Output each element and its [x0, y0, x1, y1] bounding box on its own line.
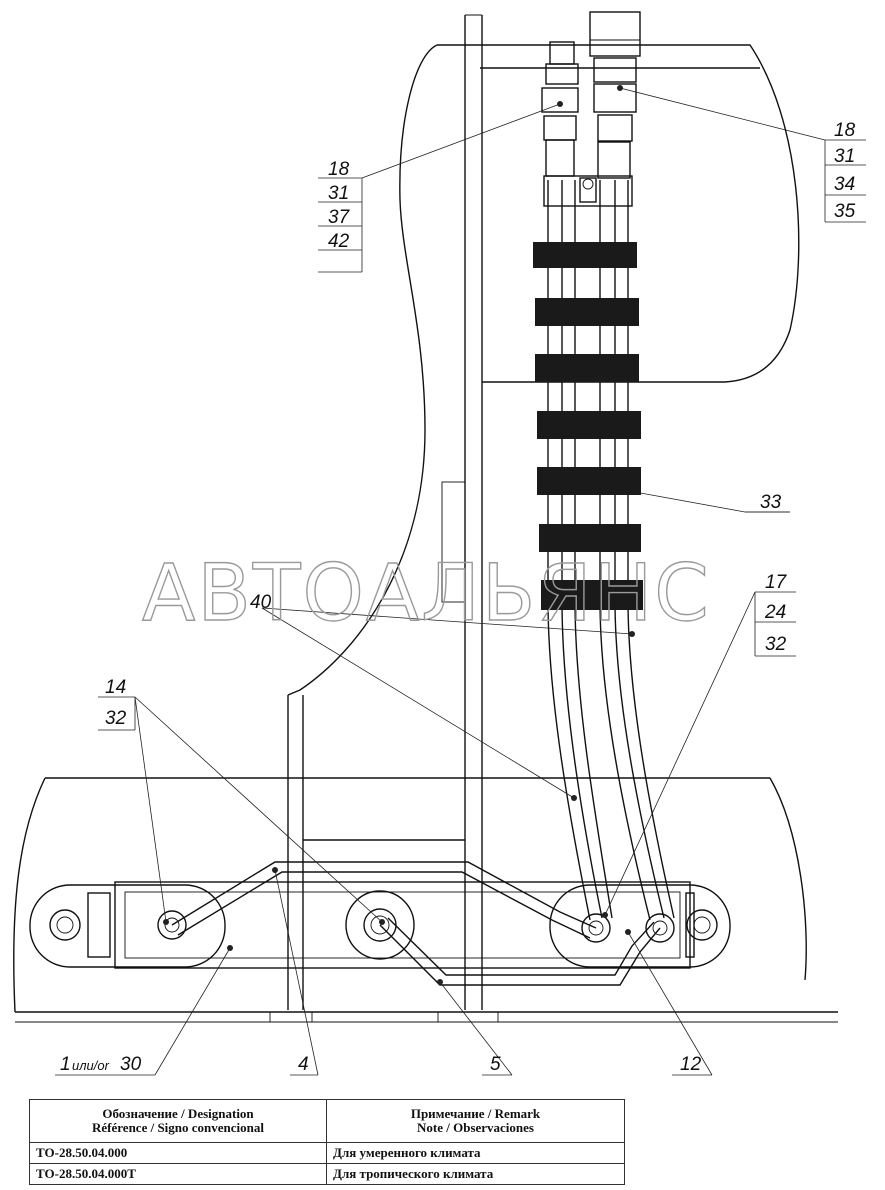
- table-row: ТО-28.50.04.000 Для умеренного климата: [29, 1142, 625, 1164]
- callout-right-mid: 17 24 32: [754, 572, 796, 657]
- callout-24: 24: [764, 602, 786, 623]
- callout-12: 12: [680, 1054, 702, 1075]
- callout-1-conj: или/or: [72, 1058, 110, 1073]
- row-remark: Для умеренного климата: [326, 1142, 625, 1164]
- callout-30: 30: [120, 1054, 142, 1075]
- callout-33-text: 33: [760, 492, 782, 513]
- callout-33: 33: [745, 492, 790, 513]
- callout-32-left: 32: [105, 708, 127, 729]
- callout-14: 14: [105, 677, 126, 698]
- callout-bottom: 1 или/or 30 4 5 12: [55, 1054, 712, 1076]
- callout-37: 37: [328, 207, 351, 228]
- callout-right-top: 18 31 34 35: [824, 120, 866, 223]
- row-designation: ТО-28.50.04.000Т: [29, 1163, 327, 1185]
- callout-31-right: 31: [834, 146, 855, 167]
- leader-lines: [134, 85, 826, 1076]
- vertical-beam: [287, 14, 483, 1010]
- upper-frame-plate: [287, 44, 800, 696]
- row-designation: ТО-28.50.04.000: [29, 1142, 327, 1164]
- callout-18-right: 18: [834, 120, 856, 141]
- header-remark: Примечание / Remark Note / Observaciones: [326, 1099, 625, 1143]
- hydraulic-cylinder: [29, 881, 731, 969]
- row-remark: Для тропического климата: [326, 1163, 625, 1185]
- header-designation: Обозначение / Designation Référence / Si…: [29, 1099, 327, 1143]
- header-designation-line2: Référence / Signo convencional: [92, 1120, 264, 1135]
- callout-40-text: 40: [250, 592, 272, 613]
- table-header-row: Обозначение / Designation Référence / Si…: [29, 1099, 625, 1143]
- callout-1: 1: [60, 1054, 71, 1075]
- header-remark-line2: Note / Observaciones: [417, 1120, 534, 1135]
- lower-frame: [13, 777, 838, 1023]
- callout-18-left: 18: [328, 159, 350, 180]
- callout-17: 17: [765, 572, 788, 593]
- callout-left-top: 18 31 37 42: [318, 159, 363, 273]
- long-hoses: [547, 180, 675, 921]
- assembly-drawing: 18 31 37 42 18 31 34 35 33 17 24 32 40 1…: [13, 11, 866, 1076]
- table-row: ТО-28.50.04.000Т Для тропического климат…: [29, 1163, 625, 1185]
- callout-42: 42: [328, 231, 350, 252]
- callout-40: 40: [250, 592, 272, 613]
- callout-4: 4: [298, 1054, 309, 1075]
- header-designation-line1: Обозначение / Designation: [102, 1106, 254, 1121]
- tube-4: [171, 861, 597, 939]
- callout-5: 5: [490, 1054, 501, 1075]
- callout-35: 35: [834, 201, 856, 222]
- callout-31-left: 31: [328, 183, 349, 204]
- designation-table: Обозначение / Designation Référence / Si…: [29, 1099, 625, 1185]
- tube-5: [379, 917, 661, 986]
- callout-32-right: 32: [765, 634, 787, 655]
- callout-34: 34: [834, 174, 855, 195]
- hose-clamps: [533, 242, 643, 610]
- watermark: АВТОАЛЬЯНС: [142, 549, 711, 639]
- callout-left-mid: 14 32: [98, 677, 136, 731]
- hose-fittings: [541, 11, 641, 207]
- header-remark-line1: Примечание / Remark: [410, 1106, 541, 1121]
